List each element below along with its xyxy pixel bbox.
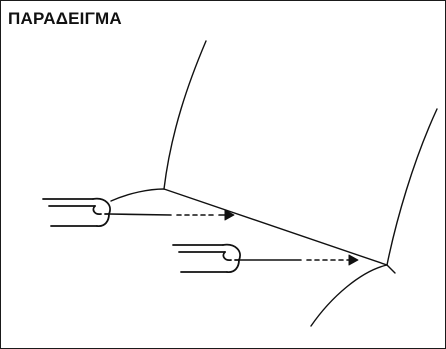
right-contour-line [386, 108, 438, 266]
diagonal-crease-line [163, 188, 388, 266]
hand-pinch-icon [42, 197, 111, 227]
dotted-arrow-icon [238, 254, 359, 266]
left-bulge-line [110, 188, 165, 202]
bottom-curve-line [310, 264, 388, 327]
figure-label: ΠΑΡΑΔΕΙΓΜΑ [8, 9, 122, 28]
dotted-arrow-icon [108, 209, 235, 221]
hand-pinch-icon [172, 243, 241, 273]
right-edge-line [386, 264, 396, 274]
left-contour-line [163, 40, 207, 190]
